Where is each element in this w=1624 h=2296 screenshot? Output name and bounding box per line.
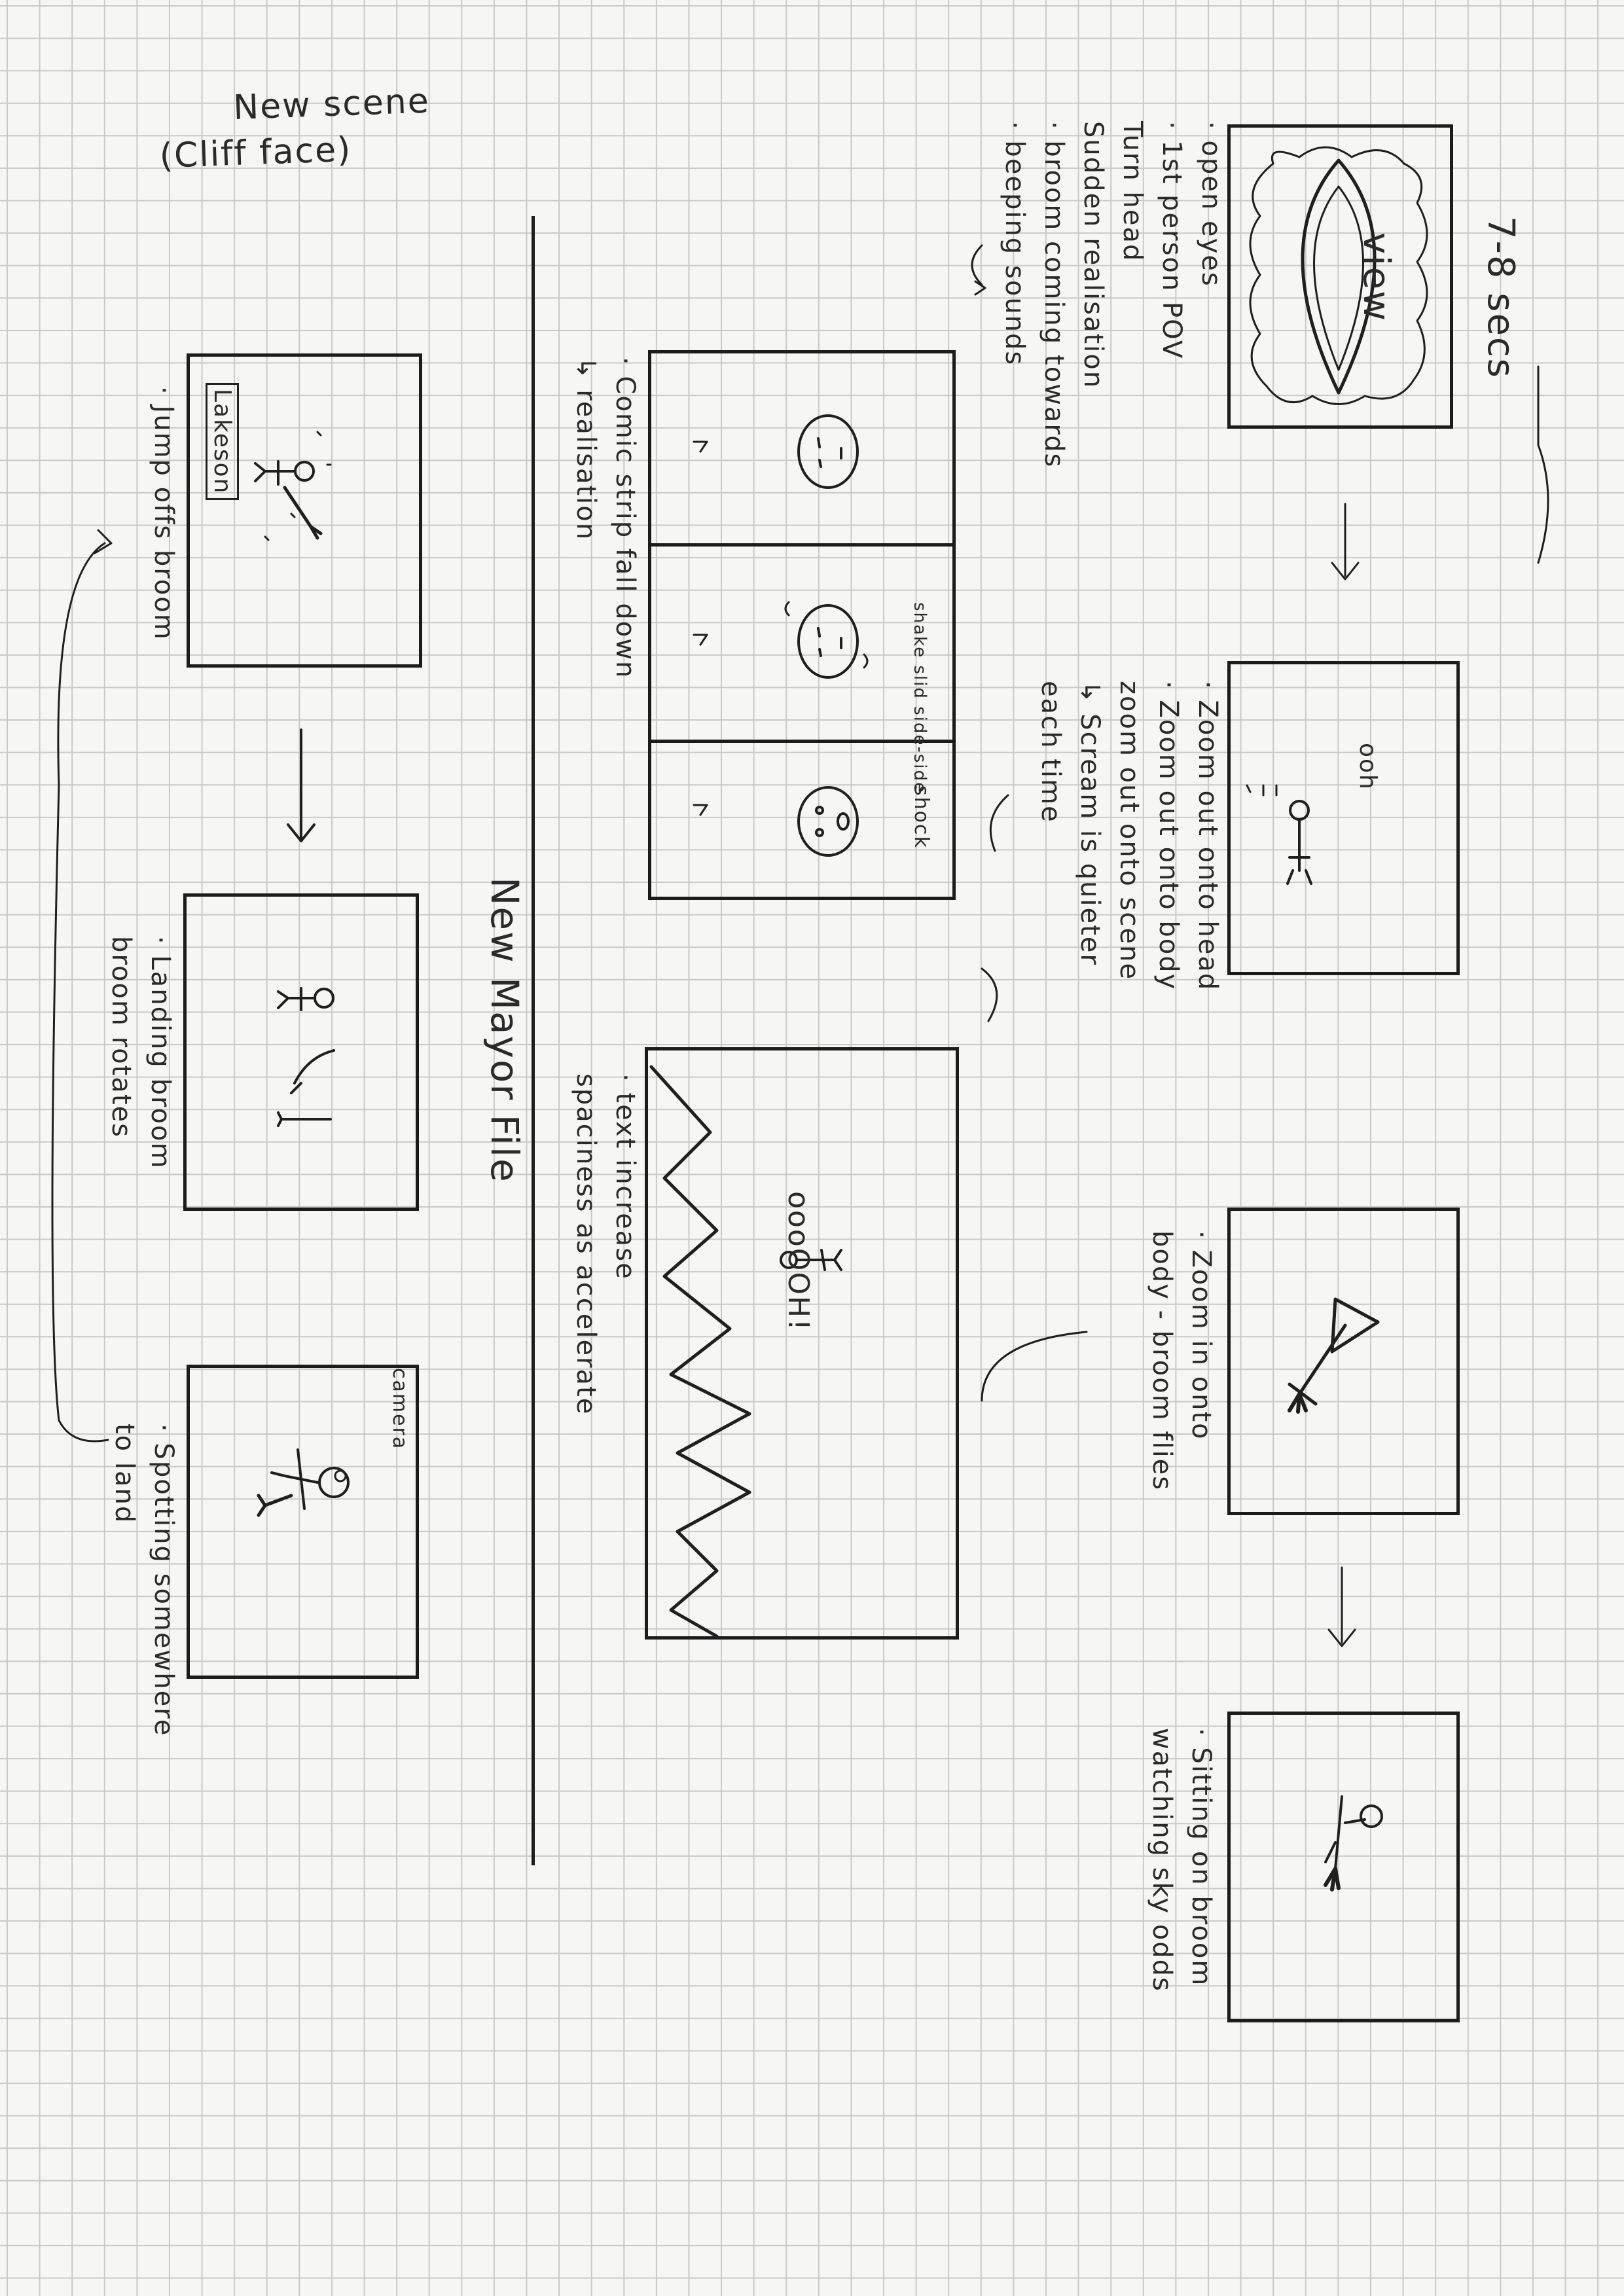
fall-note-2: spaciness as accelerate bbox=[571, 1073, 601, 1416]
storyboard-frame-2 bbox=[1227, 661, 1460, 975]
left-2-note-1: · Landing broom bbox=[145, 936, 175, 1170]
comic-face-calm bbox=[693, 414, 859, 489]
comic-panel-shock-label: shock bbox=[910, 785, 933, 849]
frame-2-notes: · Zoom out onto head · Zoom out onto bod… bbox=[1031, 681, 1227, 991]
comic-strip-divider-2 bbox=[648, 740, 956, 743]
comic-panel-shake-label: shake slid side-side bbox=[910, 602, 929, 795]
frame-1-note-6: · beeping sounds bbox=[1000, 121, 1030, 367]
spotting-land-drawing bbox=[257, 1448, 350, 1517]
fall-frame bbox=[645, 1047, 959, 1640]
frame-1-note-2: · 1st person POV bbox=[1157, 121, 1187, 360]
comic-strip-divider-1 bbox=[648, 543, 956, 547]
comic-strip-frame bbox=[648, 350, 956, 900]
frame-1-note-1: · open eyes bbox=[1196, 121, 1226, 287]
left-3-note-1: · Spotting somewhere bbox=[149, 1424, 179, 1737]
comic-strip-notes: · Comic strip fall down ↳ realisation bbox=[566, 357, 645, 679]
comic-strip-note-2: ↳ realisation bbox=[571, 357, 601, 541]
comic-face-shock bbox=[693, 786, 859, 857]
left-frame-1 bbox=[187, 353, 422, 668]
left-frame-3-notes: · Spotting somewhere to land bbox=[105, 1424, 183, 1736]
frame-3-notes: · Zoom in onto body - broom flies bbox=[1142, 1230, 1221, 1491]
fall-note-1: · text increase bbox=[610, 1073, 640, 1280]
left-frame-2 bbox=[183, 893, 419, 1211]
comic-strip-note-1: · Comic strip fall down bbox=[610, 357, 640, 679]
frame-2-note-5: each time bbox=[1036, 681, 1066, 823]
top-left-note: New scene (Cliff face) bbox=[159, 79, 432, 177]
frame-4-note-1: · Sitting on broom bbox=[1186, 1728, 1216, 1987]
landing-broom-drawing bbox=[277, 987, 335, 1127]
frame-3-note-2: body - broom flies bbox=[1147, 1230, 1177, 1492]
frame-2-note-3: zoom out onto scene bbox=[1114, 681, 1144, 980]
left-1-note: · Jump offs broom bbox=[149, 386, 179, 641]
frame-2-note-4: ↳ Scream is quieter bbox=[1075, 681, 1105, 966]
page-divider-line bbox=[532, 216, 535, 1865]
frame-2-note-2: · Zoom out onto body bbox=[1153, 681, 1183, 991]
frame-1-note-5: · broom coming towards bbox=[1039, 121, 1069, 469]
jump-broom-drawing bbox=[254, 431, 332, 541]
divider-note: New Mayor File bbox=[482, 877, 527, 1183]
frame-4-notes: · Sitting on broom watching sky odds bbox=[1142, 1728, 1221, 1992]
storyboard-frame-3 bbox=[1227, 1208, 1460, 1515]
stick-figure-broom-zoom bbox=[1288, 1297, 1380, 1414]
frame-1-note-4: Sudden realisation bbox=[1078, 121, 1108, 389]
storyboard-frame-1 bbox=[1227, 124, 1453, 429]
frame-3-note-1: · Zoom in onto bbox=[1186, 1230, 1216, 1441]
storyboard-frame-4 bbox=[1227, 1712, 1460, 2022]
stick-figure-fall-1 bbox=[1246, 784, 1312, 885]
left-3-note-2: to land bbox=[109, 1424, 139, 1524]
left-frame-2-notes: · Landing broom broom rotates bbox=[101, 936, 180, 1169]
duration-label: 7-8 secs bbox=[1479, 216, 1522, 379]
comic-face-shake bbox=[693, 601, 869, 679]
left-2-note-2: broom rotates bbox=[106, 936, 136, 1138]
new-scene-line1: New scene bbox=[232, 81, 431, 128]
frame-4-note-2: watching sky odds bbox=[1147, 1728, 1177, 1992]
stick-figure-sitting-broom bbox=[1324, 1795, 1383, 1892]
left-frame-1-notes: · Jump offs broom bbox=[144, 386, 183, 641]
cliff-zigzag bbox=[649, 1065, 842, 1638]
fall-frame-notes: · text increase spaciness as accelerate bbox=[566, 1073, 645, 1415]
eye-view-drawing bbox=[1249, 146, 1428, 405]
frame-1-notes: · open eyes · 1st person POV Turn head S… bbox=[995, 121, 1231, 468]
frame-1-note-3: Turn head bbox=[1117, 121, 1147, 262]
left-frame-3 bbox=[187, 1365, 419, 1679]
frame-2-note-1: · Zoom out onto head bbox=[1193, 681, 1223, 992]
new-scene-line2: (Cliff face) bbox=[158, 130, 353, 176]
